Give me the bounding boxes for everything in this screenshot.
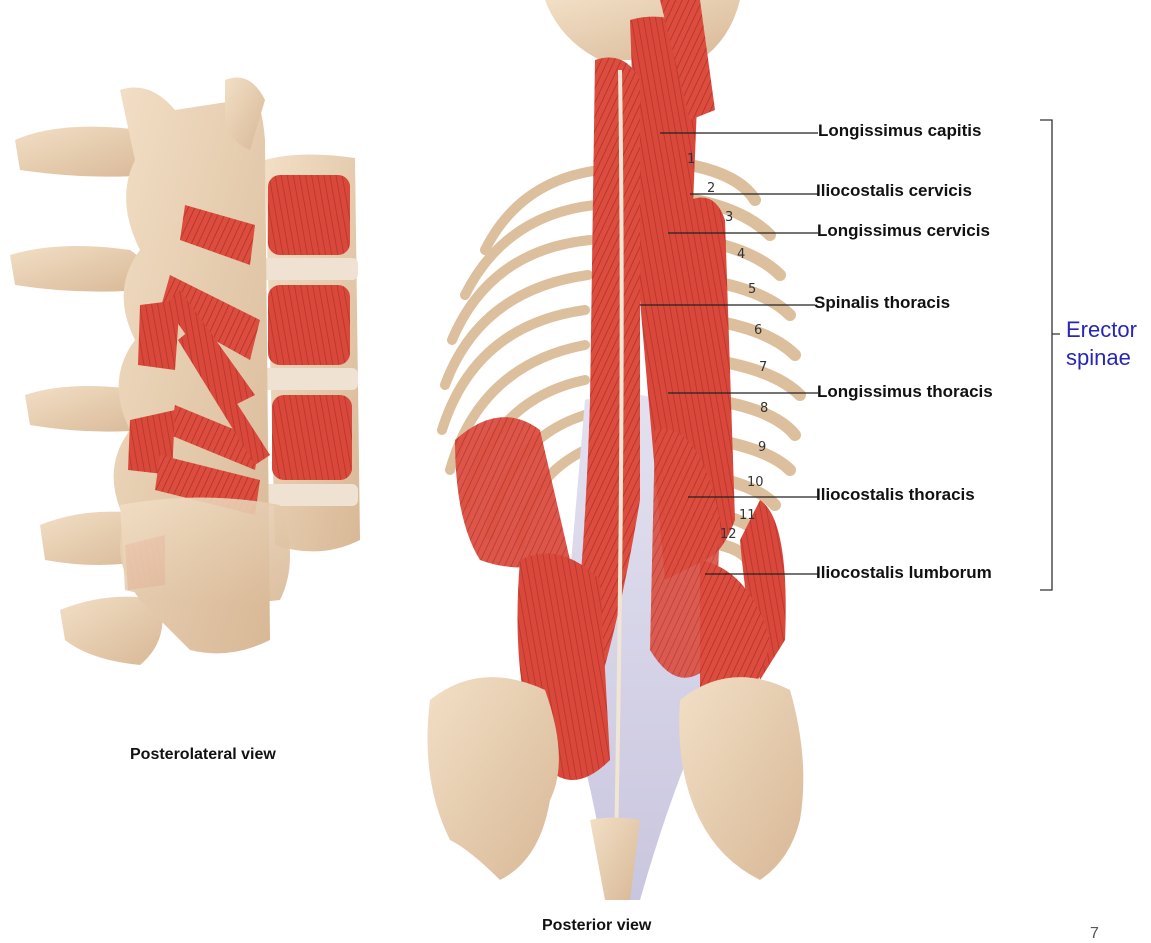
- label-longissimus-thoracis: Longissimus thoracis: [817, 382, 993, 401]
- erector-spinae-label: Erector spinae: [1066, 317, 1137, 370]
- rib-number-11: 11: [739, 508, 756, 523]
- leader-lines: [640, 132, 818, 575]
- label-iliocostalis-thoracis: Iliocostalis thoracis: [816, 485, 975, 504]
- rib-number-4: 4: [737, 247, 745, 262]
- posterolateral-figure: [10, 77, 360, 665]
- rib-number-7: 7: [759, 360, 767, 375]
- posterior-figure: 1 2 3 4 5 6 7 8 9 10 11 12: [427, 0, 806, 901]
- page-number: 7: [1090, 925, 1099, 942]
- label-iliocostalis-lumborum: Iliocostalis lumborum: [816, 563, 992, 582]
- rib-number-1: 1: [687, 152, 695, 167]
- rib-number-6: 6: [754, 323, 762, 338]
- label-iliocostalis-cervicis: Iliocostalis cervicis: [816, 181, 972, 200]
- rib-number-8: 8: [760, 401, 768, 416]
- caption-posterior-view: Posterior view: [542, 917, 652, 934]
- rib-number-5: 5: [748, 282, 756, 297]
- erector-spinae-bracket: [1040, 119, 1060, 591]
- label-longissimus-cervicis: Longissimus cervicis: [817, 221, 990, 240]
- rib-number-2: 2: [707, 181, 715, 196]
- rib-number-9: 9: [758, 440, 766, 455]
- label-spinalis-thoracis: Spinalis thoracis: [814, 293, 951, 312]
- rib-number-10: 10: [747, 475, 764, 490]
- caption-posterolateral-view: Posterolateral view: [130, 746, 276, 763]
- rib-number-12: 12: [720, 527, 737, 542]
- label-longissimus-capitis: Longissimus capitis: [818, 121, 982, 140]
- rib-number-3: 3: [725, 210, 733, 225]
